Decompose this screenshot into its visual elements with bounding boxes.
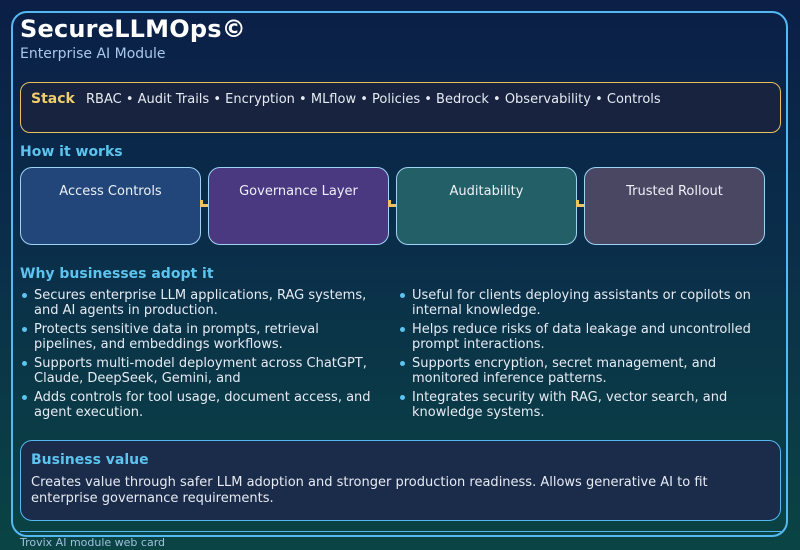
flow-connector-arrow-icon (200, 200, 208, 208)
module-card (11, 11, 788, 537)
flow-step-label: Trusted Rollout (626, 184, 723, 199)
business-value-panel: Business value Creates value through saf… (20, 440, 781, 521)
business-value-text: Creates value through safer LLM adoption… (31, 475, 708, 506)
flow-connector-arrow-icon (388, 200, 396, 208)
bullet-icon (22, 395, 27, 400)
list-item: Useful for clients deploying assistants … (398, 288, 758, 318)
list-item: Adds controls for tool usage, document a… (20, 390, 380, 420)
stack-label: Stack (31, 91, 75, 107)
footer-caption: Trovix AI module web card (20, 536, 166, 549)
bullet-icon (22, 361, 27, 366)
list-item: Protects sensitive data in prompts, retr… (20, 322, 380, 352)
business-value-title: Business value (31, 452, 149, 468)
module-subtitle: Enterprise AI Module (20, 46, 166, 62)
card-bottom-divider (20, 531, 781, 532)
bullet-icon (22, 293, 27, 298)
stack-panel: Stack RBAC • Audit Trails • Encryption •… (20, 82, 781, 133)
list-item: Integrates security with RAG, vector sea… (398, 390, 758, 420)
bullet-icon (22, 327, 27, 332)
bullet-icon (400, 327, 405, 332)
flow-step-governance-layer: Governance Layer (208, 167, 389, 245)
flow-step-label: Access Controls (59, 184, 162, 199)
list-item: Helps reduce risks of data leakage and u… (398, 322, 758, 352)
bullet-icon (400, 293, 405, 298)
flow-step-auditability: Auditability (396, 167, 577, 245)
module-title: SecureLLMOps© (20, 15, 246, 43)
list-item: Supports multi-model deployment across C… (20, 356, 380, 386)
list-item: Secures enterprise LLM applications, RAG… (20, 288, 380, 318)
flow-connector-arrow-icon (576, 200, 584, 208)
flow-step-access-controls: Access Controls (20, 167, 201, 245)
why-adopt-heading: Why businesses adopt it (20, 266, 214, 282)
stack-items: RBAC • Audit Trails • Encryption • MLflo… (86, 92, 661, 107)
flow-step-label: Governance Layer (239, 184, 358, 199)
flow-step-trusted-rollout: Trusted Rollout (584, 167, 765, 245)
flow-step-label: Auditability (449, 184, 524, 199)
bullet-icon (400, 361, 405, 366)
list-item: Supports encryption, secret management, … (398, 356, 758, 386)
bullet-icon (400, 395, 405, 400)
why-adopt-list-right: Useful for clients deploying assistants … (398, 288, 758, 424)
why-adopt-list-left: Secures enterprise LLM applications, RAG… (20, 288, 380, 424)
how-it-works-heading: How it works (20, 144, 123, 160)
